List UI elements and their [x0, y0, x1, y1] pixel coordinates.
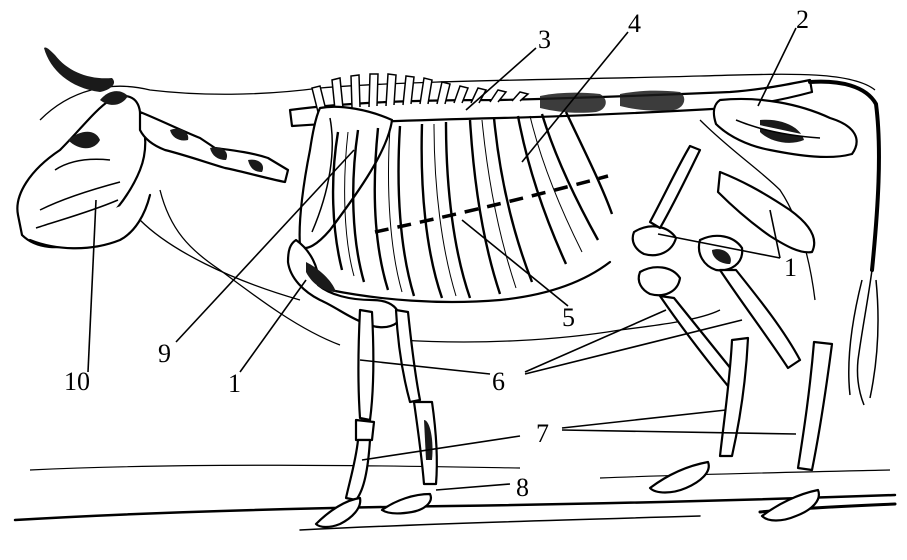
label-4: 4 — [628, 9, 641, 38]
leader-7a — [362, 436, 520, 460]
label-8: 8 — [516, 473, 529, 502]
hind-leg — [633, 146, 832, 521]
leader-9 — [176, 150, 354, 342]
label-10: 10 — [64, 367, 90, 396]
label-9: 9 — [158, 339, 171, 368]
label-7: 7 — [536, 419, 549, 448]
label-3: 3 — [538, 25, 551, 54]
ground-lines — [15, 465, 895, 530]
skull — [17, 47, 150, 248]
leader-7b — [562, 410, 726, 428]
label-1-front: 1 — [228, 369, 241, 398]
label-1-rear: 1 — [784, 253, 797, 282]
leader-6b — [525, 310, 666, 372]
leader-6a — [360, 360, 490, 374]
leader-8 — [436, 484, 510, 490]
leader-7c — [562, 430, 796, 434]
cervical-vertebrae — [140, 112, 288, 182]
pelvis — [714, 99, 857, 157]
foreleg — [288, 240, 437, 527]
leader-1-front — [240, 280, 306, 372]
label-6: 6 — [492, 367, 505, 396]
number-labels: 10 9 1 6 7 8 5 1 3 4 2 — [64, 5, 809, 502]
label-5: 5 — [562, 303, 575, 332]
label-2: 2 — [796, 5, 809, 34]
